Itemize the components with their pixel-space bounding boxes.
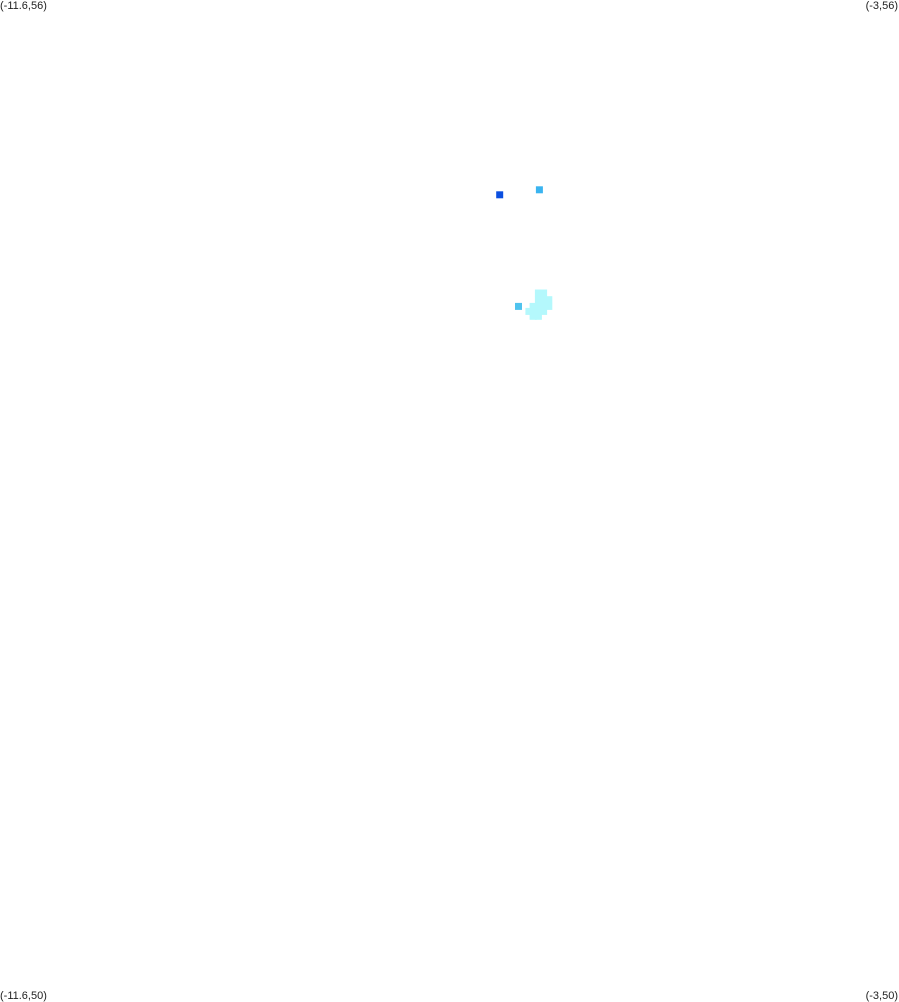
data-cell bbox=[525, 307, 533, 315]
data-cell bbox=[529, 302, 537, 310]
data-cell bbox=[534, 289, 542, 297]
data-cell bbox=[496, 191, 504, 199]
data-cell bbox=[540, 289, 548, 297]
data-cell bbox=[535, 186, 543, 194]
data-cell bbox=[545, 296, 553, 304]
corner-label-top-left: (-11.6,56) bbox=[0, 0, 47, 12]
data-cell bbox=[534, 307, 542, 315]
data-cell bbox=[529, 307, 537, 315]
data-cell bbox=[534, 296, 542, 304]
data-cell bbox=[529, 312, 537, 320]
corner-label-top-right: (-3,56) bbox=[865, 0, 898, 12]
data-cell bbox=[534, 302, 542, 310]
data-cell bbox=[540, 307, 548, 315]
data-cell bbox=[515, 302, 522, 310]
data-cell bbox=[540, 296, 548, 304]
data-cell bbox=[545, 302, 553, 310]
data-cell bbox=[534, 312, 542, 320]
data-cell bbox=[540, 302, 548, 310]
